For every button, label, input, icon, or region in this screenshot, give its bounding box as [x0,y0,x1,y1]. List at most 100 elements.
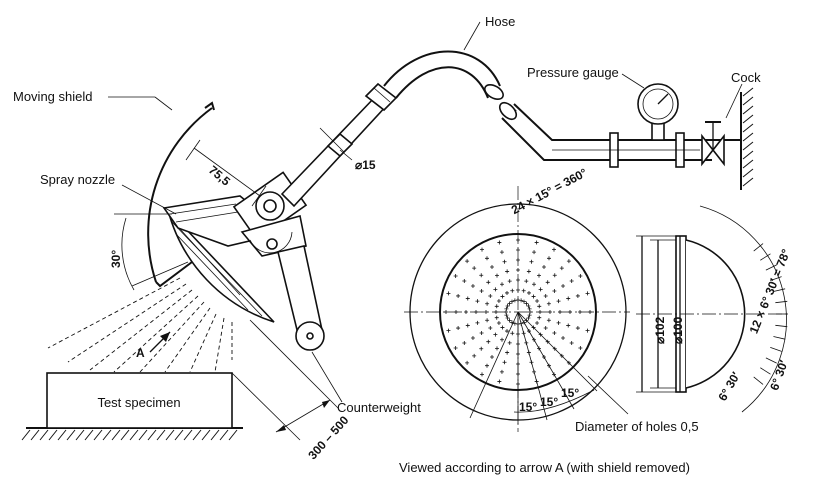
nozzle-hole [453,346,458,350]
nozzle-hole [479,289,484,293]
nozzle-hole [532,250,537,255]
nozzle-hole [510,288,515,293]
ground-hatch-line [129,429,139,441]
nozzle-hole [588,310,592,314]
ground-hatch-line [192,429,202,441]
dim-75-5-label: 75,5 [206,163,233,189]
nozzle-hole [462,279,467,283]
nozzle-hole [505,290,509,295]
nozzle-hole [495,273,499,278]
nozzle-hole [475,320,480,325]
diameter-of-holes-label: Diameter of holes 0,5 [575,419,699,434]
arrow-a [149,331,171,353]
nozzle-hole [527,290,531,295]
nozzle-hole [496,299,501,303]
nozzle-hole [485,256,489,261]
angle-30-label: 30° [109,250,123,268]
nozzle-hole [486,280,491,285]
nozzle-hole [500,282,504,287]
hose-leader [463,21,481,51]
ground-hatch-line [21,429,31,441]
angle-tick [773,288,786,292]
nozzle-hole [543,326,548,330]
nozzle-hole [490,264,494,269]
angle-tick [773,336,786,340]
nozzle-hole [507,318,512,323]
test-specimen-label: Test specimen [97,395,180,410]
nozzle-hole [456,326,461,331]
angle-tick [753,376,764,385]
nozzle-hole [524,279,529,284]
nozzle-hole [499,369,504,374]
nozzle-hole [512,321,517,326]
nozzle-hole [527,306,532,311]
nozzle-hole [566,323,571,328]
nozzle-hole [465,296,470,301]
ground-hatch-line [120,429,130,441]
ground-hatch-line [66,429,76,441]
dim-d102-label: ⌀102 [653,316,667,344]
cock-leader [725,83,743,119]
nozzle-hole [568,310,572,314]
nozzle-hole [470,336,475,340]
nozzle-hole [548,310,552,314]
ground-hatch-line [57,429,67,441]
nozzle-hole [575,293,580,298]
nozzle-hole [537,273,541,278]
nozzle-hole [444,310,448,314]
nozzle-hole [585,328,590,333]
nozzle-hole [505,304,510,308]
nozzle-hole [532,282,536,287]
dim-15-angles [469,311,598,424]
wall-hatch-line [742,168,754,178]
nozzle-hole [486,339,491,344]
nozzle-hole [535,299,540,303]
ground-hatch-line [147,429,157,441]
nozzle-hole [558,310,562,314]
nozzle-hole [493,287,498,292]
spray-nozzle-assembly [162,171,325,351]
nozzle-hole [578,274,583,278]
nozzle-hole [465,259,470,264]
nozzle-hole [528,310,532,314]
nozzle-hole [585,291,590,296]
wall-hatch-line [742,150,754,160]
nozzle-hole [497,379,502,384]
nozzle-hole [465,323,470,328]
arrow-a-label: A [136,346,145,360]
nozzle-pipe [280,82,398,208]
nozzle-hole [485,363,489,368]
counterweight-label: Counterweight [337,400,421,415]
nozzle-hole [502,360,507,365]
nozzle-hole [504,306,509,311]
nozzle-hole [545,280,550,285]
holes-leader [587,375,629,415]
angle-tick [770,347,782,352]
nozzle-hole [507,301,512,306]
nozzle-hole [480,247,484,252]
nozzle-hole [510,331,515,336]
dim-15-c-label: 15° [561,386,579,400]
nozzle-hole [538,287,543,292]
nozzle-hole [556,299,561,304]
nozzle-hole [566,296,571,301]
nozzle-hole [488,294,493,298]
nozzle-hole [494,310,498,314]
dim-6-30-a-label: 6° 30′ [715,369,743,403]
nozzle-hole [547,256,551,261]
nozzle-hole [512,298,517,303]
dim-300-500-label: 300 – 500 [305,413,351,462]
nozzle-hole [479,331,484,335]
nozzle-hole [543,294,548,298]
nozzle-hole [542,264,546,269]
nozzle-hole [516,298,520,302]
ground-hatch-line [93,429,103,441]
nozzle-hole [490,355,494,360]
nozzle-hole [479,273,484,278]
ground-hatch-icon [21,427,243,441]
supply-pipe [498,101,742,168]
nozzle-hole [470,284,475,288]
ground-hatch-line [138,429,148,441]
wall-hatch-line [742,123,754,133]
